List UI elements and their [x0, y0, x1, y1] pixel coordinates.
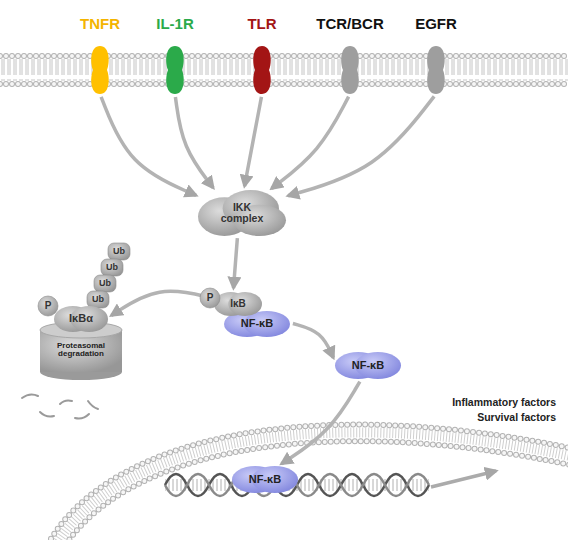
- dna-helix: [165, 471, 496, 496]
- transcription-factor: NF-κB: [335, 352, 401, 379]
- protein-complex: IKK complex: [198, 190, 286, 236]
- receptor-outline: [165, 46, 185, 94]
- ubiquitin-label: Ub: [106, 263, 118, 272]
- nuclear-membrane: [40, 425, 568, 540]
- receptor-label: TLR: [247, 16, 276, 32]
- receptor-outline: [252, 46, 272, 94]
- phosphate: P: [38, 296, 58, 316]
- transcription-factor-label: NF-κB: [241, 318, 273, 330]
- signal-arrow: [282, 382, 360, 464]
- protein-label: IκB: [230, 299, 246, 310]
- receptor: TCR/BCR: [340, 46, 360, 94]
- ubiquitin: Ub: [94, 275, 116, 292]
- receptor-label: TNFR: [80, 16, 120, 32]
- receptor-label: EGFR: [415, 16, 457, 32]
- proteasome-label: Proteasomal degradation: [45, 342, 117, 359]
- receptor: TNFR: [90, 46, 110, 94]
- signal-arrow: [245, 97, 262, 186]
- receptor: IL-1R: [165, 46, 185, 94]
- protein-label: IκBα: [69, 313, 93, 325]
- protein: IκBα: [54, 306, 108, 332]
- output-label: Survival factors: [477, 411, 556, 423]
- signal-arrow: [288, 96, 434, 195]
- receptor-outline: [90, 46, 110, 94]
- protein-complex-label: IKK complex: [219, 202, 265, 224]
- receptor-label: TCR/BCR: [316, 16, 384, 32]
- signal-arrow: [175, 97, 213, 188]
- signal-arrow: [111, 291, 213, 315]
- signal-arrow: [293, 324, 333, 358]
- phosphate-label: P: [45, 301, 52, 312]
- signal-arrow: [234, 238, 238, 288]
- ubiquitin: Ub: [87, 291, 109, 308]
- transcription-factor: NF-κB: [232, 466, 298, 493]
- ubiquitin: Ub: [108, 243, 130, 260]
- ubiquitin-label: Ub: [92, 295, 104, 304]
- receptor-label: IL-1R: [156, 16, 194, 32]
- receptor: TLR: [252, 46, 272, 94]
- signal-arrow: [272, 97, 349, 189]
- plasma-membrane: [0, 56, 568, 84]
- protein: IκB: [214, 292, 262, 316]
- output-label: Inflammatory factors: [452, 396, 556, 408]
- receptor-outline: [426, 46, 446, 94]
- transcription-factor-label: NF-κB: [352, 360, 384, 372]
- ubiquitin-label: Ub: [99, 279, 111, 288]
- signal-arrow: [101, 97, 196, 196]
- phosphate: P: [200, 288, 220, 308]
- receptor-outline: [340, 46, 360, 94]
- ubiquitin-label: Ub: [113, 247, 125, 256]
- phosphate-label: P: [207, 293, 214, 304]
- ubiquitin: Ub: [101, 259, 123, 276]
- degradation-fragments: [22, 394, 98, 418]
- transcription-factor-label: NF-κB: [249, 474, 281, 486]
- receptor: EGFR: [426, 46, 446, 94]
